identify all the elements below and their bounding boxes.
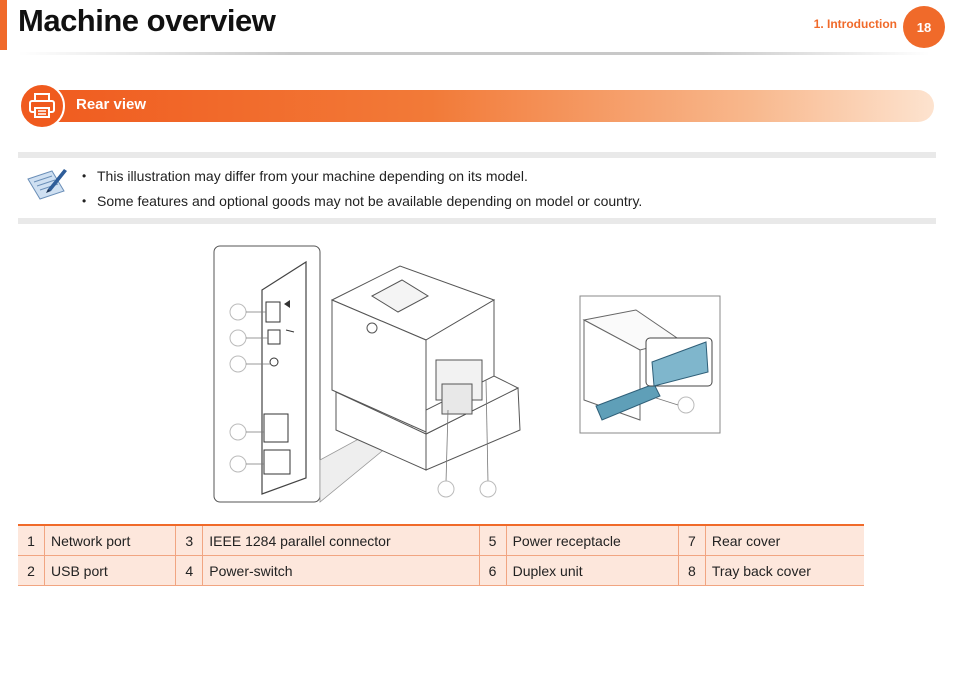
legend-label: Network port xyxy=(43,524,176,556)
legend-label: Power receptacle xyxy=(505,524,679,556)
title-divider xyxy=(18,52,930,55)
chapter-link[interactable]: 1. Introduction xyxy=(813,17,897,31)
table-row: 2 USB port 4 Power-switch 6 Duplex unit … xyxy=(18,555,864,586)
page-title: Machine overview xyxy=(18,3,276,38)
legend-number: 7 xyxy=(677,524,706,556)
legend-label: Tray back cover xyxy=(704,555,864,586)
legend-label: Rear cover xyxy=(704,524,864,556)
legend-number: 8 xyxy=(677,555,706,586)
legend-table: 1 Network port 3 IEEE 1284 parallel conn… xyxy=(18,524,864,586)
legend-label: Power-switch xyxy=(202,555,480,586)
legend-number: 5 xyxy=(478,524,507,556)
legend-label: IEEE 1284 parallel connector xyxy=(202,524,480,556)
printer-rear-body xyxy=(330,265,521,471)
note-list: This illustration may differ from your m… xyxy=(82,164,642,214)
legend-number: 1 xyxy=(18,524,45,556)
table-row: 1 Network port 3 IEEE 1284 parallel conn… xyxy=(18,524,864,556)
tray-back-cover-inset xyxy=(579,295,721,434)
note-item: This illustration may differ from your m… xyxy=(82,164,642,189)
legend-label: Duplex unit xyxy=(505,555,679,586)
page-number-badge: 18 xyxy=(903,6,945,48)
note-pen-icon xyxy=(26,165,70,206)
legend-number: 3 xyxy=(175,524,203,556)
legend-number: 2 xyxy=(18,555,45,586)
left-accent-bar xyxy=(0,0,7,50)
legend-label: USB port xyxy=(43,555,176,586)
note-item: Some features and optional goods may not… xyxy=(82,189,642,214)
section-header-bar xyxy=(20,90,934,122)
legend-number: 4 xyxy=(175,555,203,586)
legend-number: 6 xyxy=(478,555,507,586)
callout-markers-body xyxy=(437,480,497,498)
section-title: Rear view xyxy=(76,96,147,113)
printer-icon xyxy=(19,83,65,129)
